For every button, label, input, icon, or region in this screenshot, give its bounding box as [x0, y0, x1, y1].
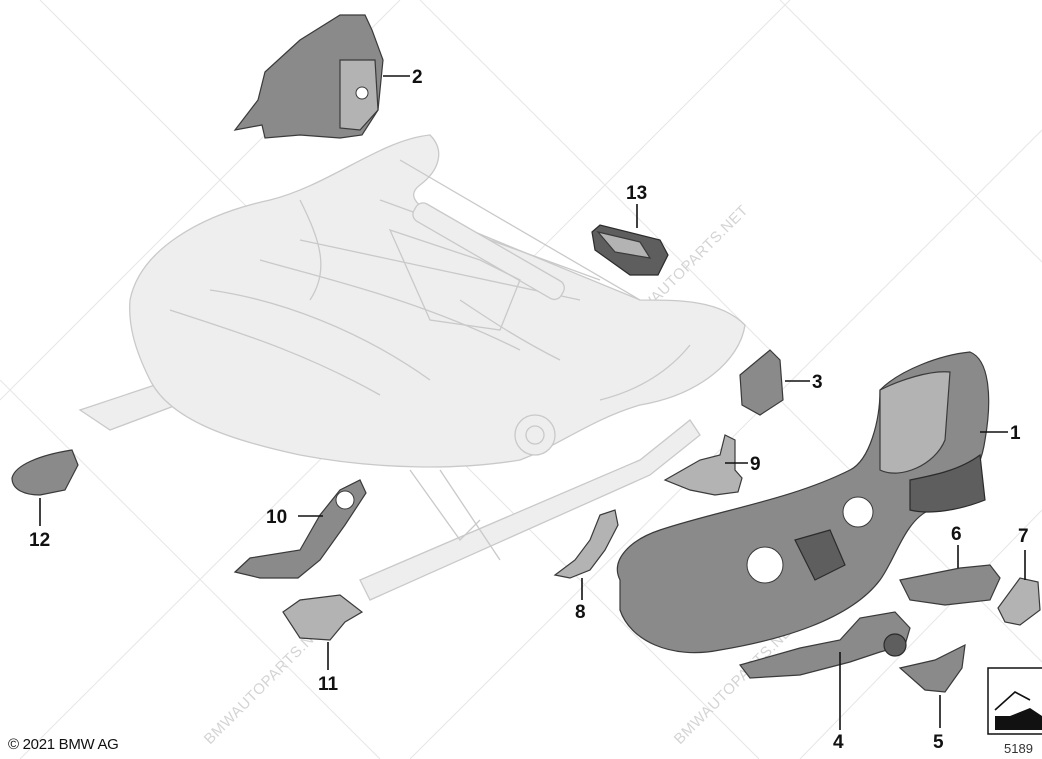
callout-11: 11: [318, 674, 339, 695]
leader-lines: [39, 75, 1026, 730]
callout-2: 2: [412, 67, 423, 88]
part-7-cap: [997, 577, 1041, 626]
part-1-trim-panel: [616, 351, 990, 654]
drawing-symbol-box: [987, 667, 1042, 735]
part-11-clip: [282, 594, 364, 641]
callout-5: 5: [933, 732, 944, 753]
drawing-number: 5189: [1004, 741, 1033, 756]
part-8-bracket: [553, 509, 619, 579]
part-10-lever: [233, 479, 367, 579]
callout-10: 10: [266, 507, 287, 528]
part-3-cap: [739, 349, 784, 416]
callout-12: 12: [29, 530, 50, 551]
copyright-text: © 2021 BMW AG: [8, 736, 119, 753]
callout-3: 3: [812, 372, 823, 393]
part-9-bracket: [663, 434, 743, 496]
callout-13: 13: [626, 183, 647, 204]
callout-7: 7: [1018, 526, 1029, 547]
part-6-switch: [899, 564, 1001, 606]
part-4-switch-bar: [738, 611, 911, 679]
callout-6: 6: [951, 524, 962, 545]
callout-1: 1: [1010, 423, 1021, 444]
callouts: 1 2 3 4 5 6 7 8 9 10 11 12 13: [29, 67, 1029, 753]
part-13-module: [591, 224, 669, 276]
part-2-side-cover: [233, 14, 384, 139]
part-12-end-cap: [11, 449, 79, 496]
seat-frame-ghost: [78, 134, 746, 601]
callout-8: 8: [575, 602, 586, 623]
callout-4: 4: [833, 732, 844, 753]
part-5-cover: [898, 643, 966, 693]
callout-9: 9: [750, 454, 761, 475]
